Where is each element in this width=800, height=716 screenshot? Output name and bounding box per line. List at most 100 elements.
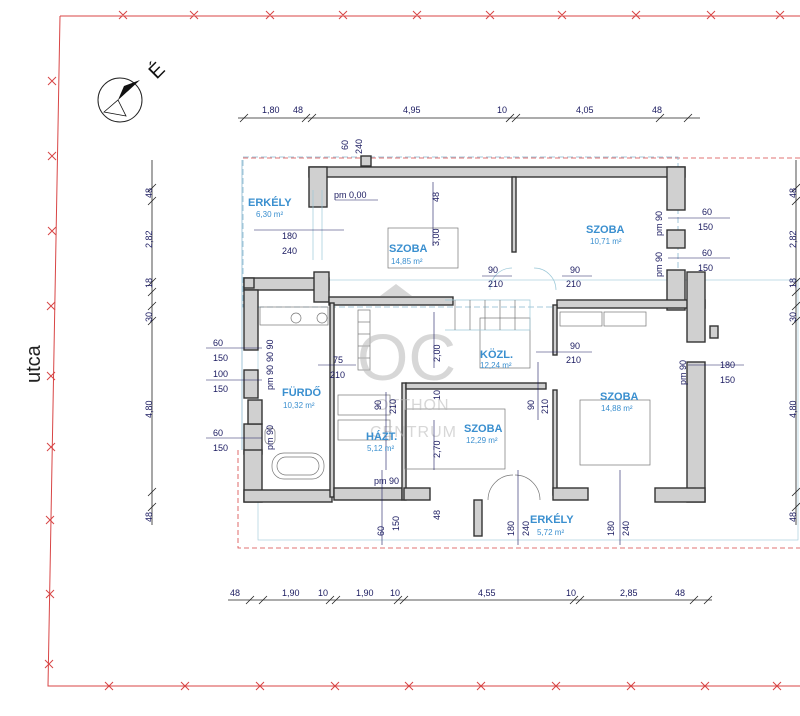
- room-name: SZOBA: [389, 243, 428, 255]
- room-area: 10,71 m²: [590, 237, 622, 246]
- room-area: 14,88 m²: [601, 404, 633, 413]
- dim-bottom: 10: [318, 588, 328, 598]
- dim-left: 2,82: [144, 230, 154, 248]
- watermark: OC OTTHON CENTRUM: [357, 284, 457, 441]
- room-name: SZOBA: [600, 391, 639, 403]
- watermark-logo: OC: [357, 320, 456, 394]
- dim-right: 18: [788, 278, 798, 288]
- opening-label: pm 90: [654, 211, 664, 236]
- dim-bottom: 1,90: [282, 588, 300, 598]
- opening-label: pm 90: [374, 476, 399, 486]
- walls: [243, 155, 719, 537]
- opening-label: 150: [213, 353, 228, 363]
- opening-label: 210: [540, 399, 550, 414]
- opening-label: 90: [570, 265, 580, 275]
- plot-boundary: [47, 15, 800, 687]
- opening-label: 210: [388, 399, 398, 414]
- dim-left: 48: [144, 512, 154, 522]
- room-name: ERKÉLY: [248, 196, 292, 209]
- dim-top: 48: [293, 105, 303, 115]
- opening-label: 60: [213, 428, 223, 438]
- opening-label: 180: [606, 521, 616, 536]
- opening-label: 90: [570, 341, 580, 351]
- opening-label: 2,00: [432, 344, 442, 362]
- room-area: 6,30 m²: [256, 210, 283, 219]
- opening-label: 75: [333, 355, 343, 365]
- room-name: FÜRDŐ: [282, 386, 322, 399]
- opening-label: 180: [720, 360, 735, 370]
- opening-label: 3,00: [431, 228, 441, 246]
- opening-label: 90 90: [265, 339, 275, 362]
- dim-left: 48: [144, 188, 154, 198]
- north-arrow-icon: [97, 77, 143, 123]
- opening-label: pm 90: [654, 252, 664, 277]
- dim-top: 4,95: [403, 105, 421, 115]
- opening-label: 90: [488, 265, 498, 275]
- room-name: SZOBA: [464, 423, 503, 435]
- room-area: 10,32 m²: [283, 401, 315, 410]
- room-name: KÖZL.: [480, 348, 513, 361]
- opening-label: 10: [432, 390, 442, 400]
- opening-label: 180: [282, 231, 297, 241]
- dim-right: 30: [788, 312, 798, 322]
- dimension-texts: 1,80 48 4,95 10 4,05 48 48 1,90 10 1,90 …: [144, 105, 798, 598]
- dim-top: 10: [497, 105, 507, 115]
- opening-texts: pm 0,00 60 240 48 180 240 3,00 pm 90 60 …: [213, 139, 735, 536]
- plot-boundary-markers: [44, 10, 785, 691]
- dim-bottom: 1,90: [356, 588, 374, 598]
- room-name: SZOBA: [586, 224, 625, 236]
- room-area: 14,85 m²: [391, 257, 423, 266]
- dim-bottom: 2,85: [620, 588, 638, 598]
- opening-label: 240: [521, 521, 531, 536]
- room-area: 5,72 m²: [537, 528, 564, 537]
- opening-label: 240: [282, 246, 297, 256]
- opening-label: 90: [373, 400, 383, 410]
- opening-label: 210: [566, 279, 581, 289]
- opening-label: 240: [354, 139, 364, 154]
- fixtures: [259, 190, 651, 501]
- opening-label: 150: [698, 222, 713, 232]
- dim-top: 1,80: [262, 105, 280, 115]
- dim-left: 30: [144, 312, 154, 322]
- room-name: ERKÉLY: [530, 513, 574, 526]
- street-label: utca: [23, 344, 45, 383]
- room-labels: ERKÉLY 6,30 m² SZOBA 14,85 m² SZOBA 10,7…: [248, 196, 639, 537]
- dim-left: 4,80: [144, 400, 154, 418]
- opening-label: 150: [698, 263, 713, 273]
- dim-top: 4,05: [576, 105, 594, 115]
- opening-label: 180: [506, 521, 516, 536]
- opening-label: pm 90: [265, 365, 275, 390]
- room-area: 12,24 m²: [480, 361, 512, 370]
- dim-bottom: 10: [390, 588, 400, 598]
- opening-label: pm 0,00: [334, 190, 367, 200]
- opening-label: 150: [213, 384, 228, 394]
- opening-lines: [206, 182, 744, 545]
- dim-right: 48: [788, 512, 798, 522]
- opening-label: 60: [702, 207, 712, 217]
- opening-label: 48: [431, 192, 441, 202]
- opening-label: 2,70: [432, 440, 442, 458]
- room-area: 5,12 m²: [367, 444, 394, 453]
- room-area: 12,29 m²: [466, 436, 498, 445]
- opening-label: 150: [391, 516, 401, 531]
- north-label: É: [144, 58, 170, 84]
- dim-top: 48: [652, 105, 662, 115]
- dimension-lines: [147, 113, 800, 605]
- opening-label: 100: [213, 369, 228, 379]
- opening-label: pm 90: [265, 425, 275, 450]
- watermark-line2: CENTRUM: [370, 424, 457, 441]
- opening-label: 150: [720, 375, 735, 385]
- opening-label: 60: [213, 338, 223, 348]
- opening-label: 210: [488, 279, 503, 289]
- opening-label: 48: [432, 510, 442, 520]
- dim-bottom: 10: [566, 588, 576, 598]
- opening-label: 90: [526, 400, 536, 410]
- opening-label: 210: [566, 355, 581, 365]
- opening-label: pm 90: [678, 360, 688, 385]
- dim-bottom: 48: [230, 588, 240, 598]
- dim-left: 18: [144, 278, 154, 288]
- dim-right: 48: [788, 188, 798, 198]
- dim-right: 4,80: [788, 400, 798, 418]
- opening-label: 240: [621, 521, 631, 536]
